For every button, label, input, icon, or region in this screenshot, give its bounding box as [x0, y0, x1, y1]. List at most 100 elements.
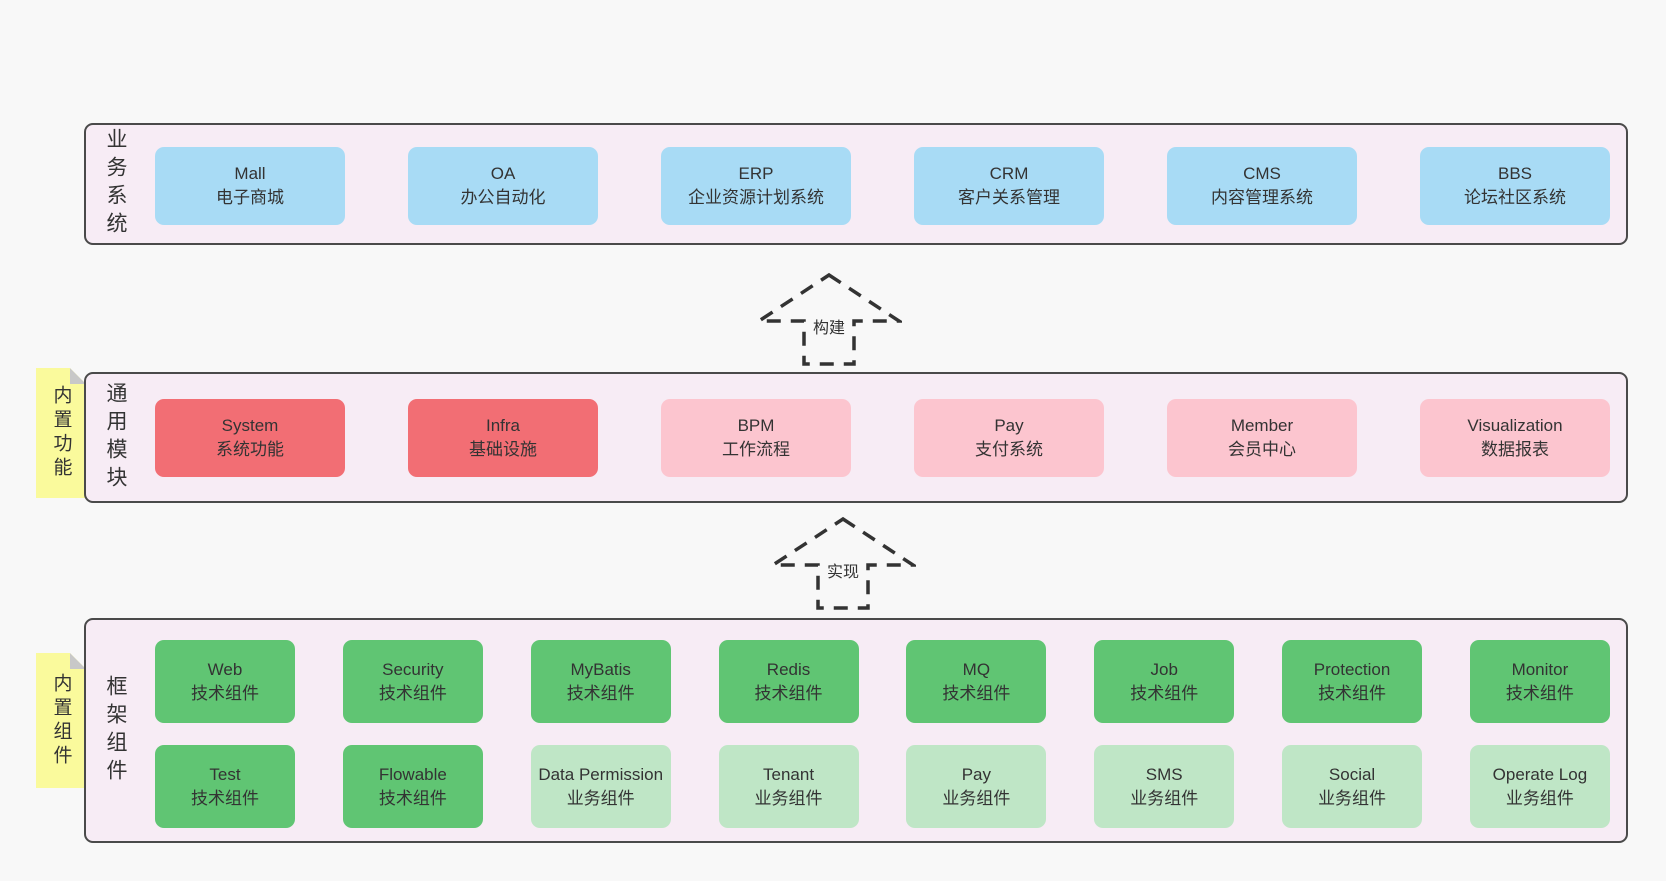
box-subtitle: 工作流程 [722, 440, 790, 459]
box-subtitle: 技术组件 [754, 683, 823, 703]
box-subtitle: 基础设施 [469, 440, 537, 459]
box-infra: Infra 基础设施 [408, 399, 598, 477]
arrow-build: 构建 [756, 272, 902, 367]
box-visualization: Visualization 数据报表 [1420, 399, 1610, 477]
framework-boxes-row1: Web 技术组件 Security 技术组件 MyBatis 技术组件 Redi… [155, 640, 1610, 723]
box-title: Monitor [1511, 659, 1569, 679]
framework-boxes-row2: Test 技术组件 Flowable 技术组件 Data Permission … [155, 745, 1610, 828]
box-tenant: Tenant 业务组件 [718, 745, 859, 828]
box-monitor: Monitor 技术组件 [1469, 640, 1610, 723]
box-protection: Protection 技术组件 [1282, 640, 1423, 723]
box-title: SMS [1145, 764, 1183, 784]
box-subtitle: 技术组件 [1130, 683, 1199, 703]
box-title: Job [1150, 659, 1178, 679]
box-title: Social [1328, 764, 1376, 784]
box-title: ERP [738, 164, 774, 183]
box-title: Web [207, 659, 243, 679]
box-subtitle: 技术组件 [191, 788, 259, 808]
box-title: Pay [994, 416, 1024, 435]
box-subtitle: 数据报表 [1481, 440, 1549, 459]
box-subtitle: 业务组件 [942, 788, 1011, 808]
box-title: CRM [989, 164, 1029, 183]
box-subtitle: 技术组件 [378, 788, 447, 808]
box-subtitle: 技术组件 [942, 683, 1011, 703]
box-subtitle: 论坛社区系统 [1464, 188, 1566, 207]
box-title: Redis [766, 659, 811, 679]
box-title: Mall [234, 164, 266, 183]
box-pay-module: Pay 支付系统 [914, 399, 1104, 477]
box-subtitle: 业务组件 [754, 788, 823, 808]
box-title: Tenant [763, 764, 815, 784]
box-title: MyBatis [570, 659, 631, 679]
arrow-implement: 实现 [770, 516, 916, 611]
box-subtitle: 客户关系管理 [958, 188, 1060, 207]
box-subtitle: 业务组件 [1130, 788, 1199, 808]
box-redis: Redis 技术组件 [718, 640, 859, 723]
box-title: Pay [961, 764, 992, 784]
box-subtitle: 技术组件 [378, 683, 447, 703]
box-title: MQ [962, 659, 991, 679]
box-member: Member 会员中心 [1167, 399, 1357, 477]
box-cms: CMS 内容管理系统 [1167, 147, 1357, 225]
framework-components-layer: 框架组件 Web 技术组件 Security 技术组件 MyBatis 技术组件… [84, 618, 1628, 843]
box-subtitle: 技术组件 [566, 683, 635, 703]
box-title: Security [382, 659, 444, 679]
box-flowable: Flowable 技术组件 [342, 745, 483, 828]
box-bpm: BPM 工作流程 [661, 399, 851, 477]
box-subtitle: 技术组件 [1318, 683, 1387, 703]
box-job: Job 技术组件 [1094, 640, 1235, 723]
box-test: Test 技术组件 [155, 745, 295, 828]
box-title: CMS [1243, 164, 1281, 183]
box-operate-log: Operate Log 业务组件 [1469, 745, 1610, 828]
box-mybatis: MyBatis 技术组件 [530, 640, 671, 723]
box-system: System 系统功能 [155, 399, 345, 477]
box-title: Infra [485, 416, 521, 435]
modules-layer-label: 通用模块 [104, 381, 127, 494]
box-subtitle: 技术组件 [1505, 683, 1574, 703]
modules-boxes-row: System 系统功能 Infra 基础设施 BPM 工作流程 Pay 支付系统… [155, 399, 1610, 477]
box-title: System [221, 416, 279, 435]
sticky-note-built-in-functions: 内置功能 [36, 368, 86, 498]
box-title: Visualization [1467, 416, 1563, 435]
box-oa: OA 办公自动化 [408, 147, 598, 225]
box-subtitle: 业务组件 [1318, 788, 1387, 808]
box-social: Social 业务组件 [1282, 745, 1423, 828]
box-title: Test [209, 764, 241, 784]
box-title: Protection [1313, 659, 1391, 679]
box-sms: SMS 业务组件 [1094, 745, 1235, 828]
box-pay-component: Pay 业务组件 [906, 745, 1047, 828]
box-title: Member [1230, 416, 1294, 435]
up-arrow-icon [770, 516, 916, 610]
box-security: Security 技术组件 [342, 640, 483, 723]
box-bbs: BBS 论坛社区系统 [1420, 147, 1610, 225]
box-subtitle: 业务组件 [1505, 788, 1574, 808]
business-layer-label: 业务系统 [104, 128, 127, 240]
box-erp: ERP 企业资源计划系统 [661, 147, 851, 225]
box-title: Flowable [378, 764, 447, 784]
business-systems-layer: 业务系统 Mall 电子商城 OA 办公自动化 ERP 企业资源计划系统 CRM… [84, 123, 1628, 245]
note-text: 内置功能 [50, 385, 72, 481]
box-subtitle: 企业资源计划系统 [688, 188, 824, 207]
common-modules-layer: 通用模块 System 系统功能 Infra 基础设施 BPM 工作流程 Pay… [84, 372, 1628, 503]
framework-layer-label: 框架组件 [104, 674, 127, 787]
box-title: BPM [737, 416, 775, 435]
box-web: Web 技术组件 [155, 640, 295, 723]
arrow-build-label: 构建 [808, 313, 850, 340]
box-mall: Mall 电子商城 [155, 147, 345, 225]
box-title: BBS [1497, 164, 1533, 183]
box-title: Data Permission [538, 764, 664, 784]
box-subtitle: 系统功能 [216, 440, 284, 459]
note-text: 内置组件 [50, 672, 72, 769]
box-subtitle: 技术组件 [191, 683, 259, 703]
box-title: OA [490, 164, 516, 183]
sticky-note-built-in-components: 内置组件 [36, 653, 86, 788]
box-subtitle: 会员中心 [1228, 440, 1296, 459]
up-arrow-icon [756, 272, 902, 366]
box-crm: CRM 客户关系管理 [914, 147, 1104, 225]
arrow-implement-label: 实现 [822, 557, 864, 584]
business-boxes-row: Mall 电子商城 OA 办公自动化 ERP 企业资源计划系统 CRM 客户关系… [155, 147, 1610, 225]
box-subtitle: 内容管理系统 [1211, 188, 1313, 207]
box-subtitle: 电子商城 [216, 188, 284, 207]
box-subtitle: 业务组件 [566, 788, 635, 808]
